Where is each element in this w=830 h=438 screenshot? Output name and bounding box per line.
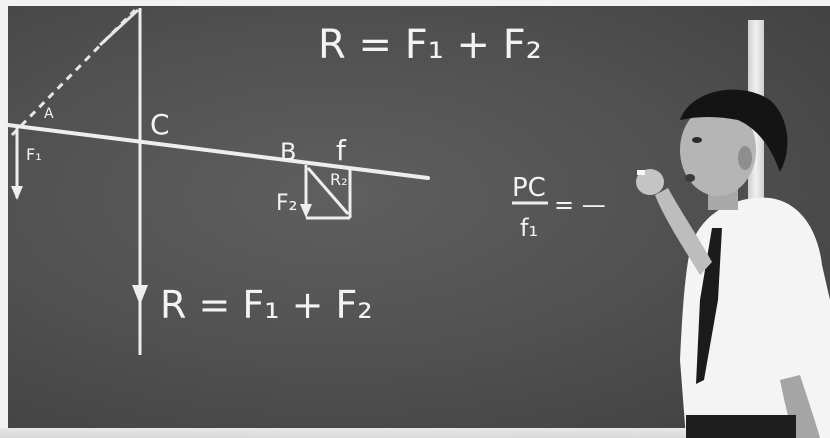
trousers [686, 415, 796, 438]
eye [692, 137, 702, 143]
label-c: C [150, 108, 170, 141]
label-r2: R₂ [330, 170, 348, 189]
label-a: A [44, 106, 54, 122]
label-f: f [336, 134, 347, 167]
chalk-tray [0, 428, 830, 438]
mouth [685, 174, 695, 182]
r-arrowhead [132, 285, 148, 305]
diagonal-solid [98, 8, 140, 47]
tie [696, 228, 722, 384]
label-f2: F₂ [276, 191, 297, 216]
ratio-equals: = — [554, 191, 606, 219]
person [636, 89, 830, 438]
chalk-piece [637, 170, 645, 175]
face [680, 104, 756, 196]
bottom-equation: R = F₁ + F₂ [160, 283, 373, 327]
label-f1: F₁ [26, 145, 42, 164]
lever-line [6, 123, 430, 180]
f2-arrowhead [300, 204, 312, 218]
label-b: B [280, 138, 296, 166]
raised-arm [655, 188, 712, 275]
f1-arrowhead [11, 186, 23, 200]
ratio-numerator: PC [512, 173, 546, 203]
hand [636, 169, 664, 195]
resultant-diagonal [306, 167, 350, 215]
ratio-denominator: f₁ [520, 214, 538, 242]
ear [738, 146, 752, 170]
top-equation: R = F₁ + F₂ [318, 22, 542, 68]
hair [680, 89, 788, 172]
